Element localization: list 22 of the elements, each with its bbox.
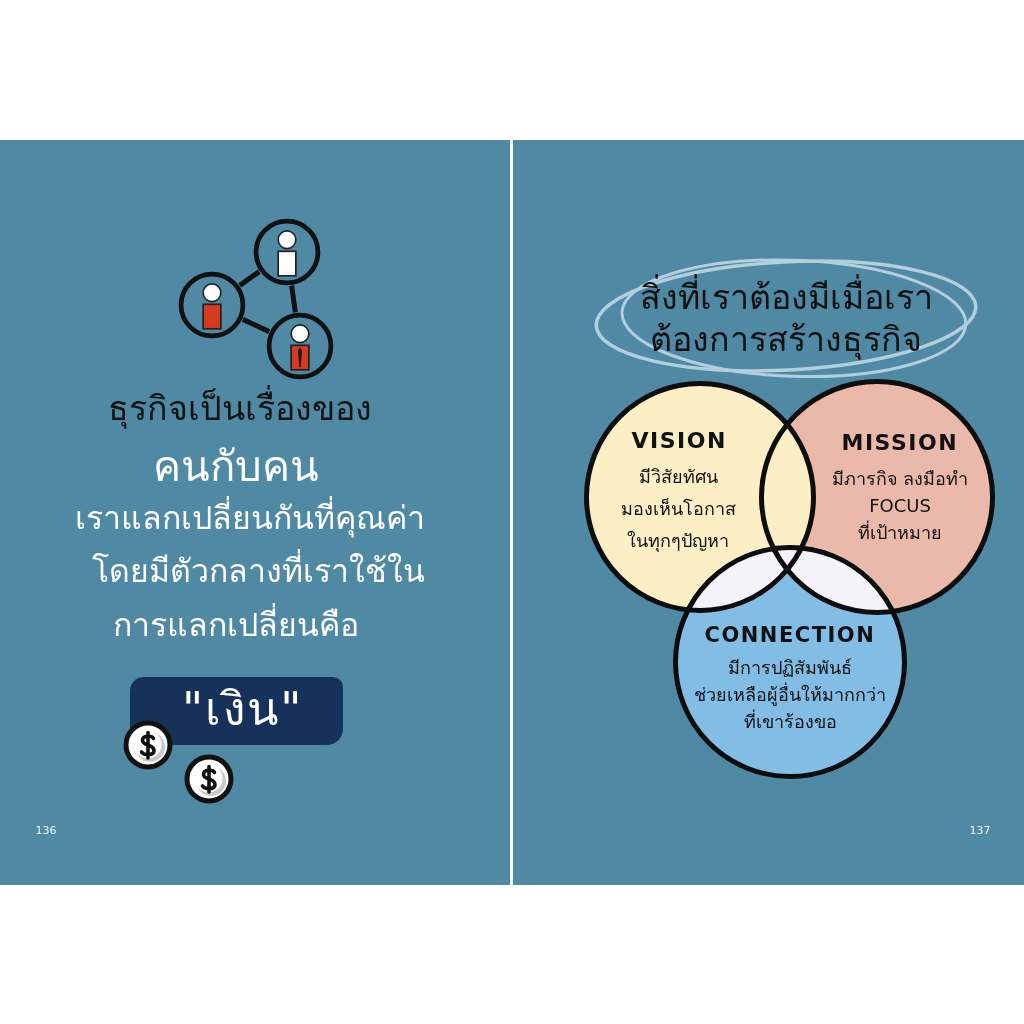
connector-line [241, 317, 271, 334]
page-number: 137 [969, 824, 991, 839]
person-icon [266, 312, 334, 380]
venn-heading: CONNECTION [704, 622, 876, 649]
venn-text: มีการปฏิสัมพันธ์ ช่วยเหลือผู้อื่นให้มากกว่า ที่เขาร้องขอ [693, 656, 887, 734]
body-text: การแลกเปลี่ยนคือ [113, 605, 359, 647]
person-icon [178, 271, 246, 339]
connector-line [289, 285, 298, 313]
banner-text: "เงิน" [182, 681, 304, 738]
venn-text: มีวิสัยทัศน มองเห็นโอกาส ในทุกๆปัญหา [619, 465, 737, 554]
body-text: เราแลกเปลี่ยนกันที่คุณค่า [75, 498, 425, 540]
connector-line [238, 269, 261, 288]
label-banner [130, 677, 343, 745]
venn-heading: MISSION [841, 429, 959, 457]
page-number: 136 [35, 824, 57, 839]
headline-text: ธุรกิจเป็นเรื่องของ [108, 386, 372, 431]
person-icon [253, 218, 321, 286]
venn-text: มีภารกิจ ลงมือทำ FOCUS ที่เป้าหมาย [830, 467, 970, 545]
headline-text: คนกับคน [153, 441, 319, 493]
venn-heading: VISION [631, 427, 727, 455]
body-text: โดยมีตัวกลางที่เราใช้ใน [91, 551, 425, 593]
title-text: สิ่งที่เราต้องมีเมื่อเราต้องการสร้างธุรกิจ [622, 276, 950, 360]
